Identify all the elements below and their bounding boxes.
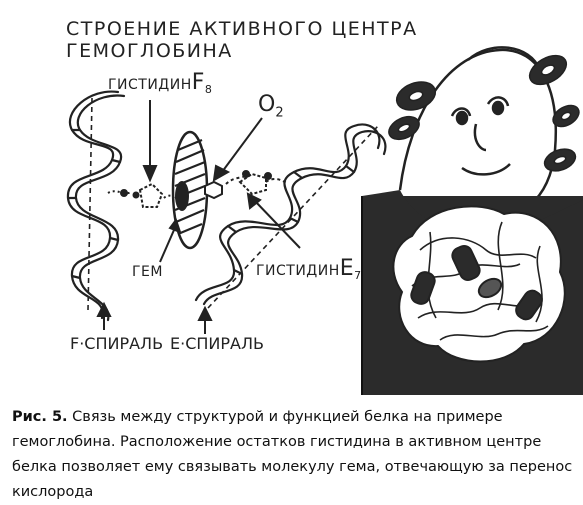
- figure-caption: Рис. 5. Связь между структурой и функцие…: [12, 405, 577, 505]
- f-helix-axis: [87, 97, 93, 311]
- label-histidine-e7: ГИСТИДИНE7: [256, 256, 362, 282]
- arrow-oxygen: [212, 117, 263, 182]
- label-heme: ГЕМ: [132, 264, 163, 280]
- e-helix-ribbon: [194, 123, 387, 306]
- histidine-e7-ring: [225, 170, 289, 196]
- hemoglobin-active-center-illustration: СТРОЕНИЕ АКТИВНОГО ЦЕНТРА ГЕМОГЛОБИНА: [66, 18, 583, 395]
- label-oxygen: O2: [258, 92, 284, 121]
- caption-text: Связь между структурой и функцией белка …: [12, 409, 573, 500]
- hemoglobin-cartoon: [361, 46, 583, 395]
- label-e-helix: E·СПИРАЛЬ: [170, 334, 264, 353]
- histidine-f8-ring: [107, 182, 181, 208]
- arrow-f-helix: [96, 301, 112, 330]
- caption-label: Рис. 5.: [12, 409, 68, 425]
- label-histidine-f8: ГИСТИДИНF8: [108, 70, 213, 96]
- figure-title: СТРОЕНИЕ АКТИВНОГО ЦЕНТРА ГЕМОГЛОБИНА: [66, 18, 418, 62]
- f-helix-ribbon: [66, 90, 126, 322]
- blood-cells: [388, 54, 580, 172]
- label-f-helix: F·СПИРАЛЬ: [70, 334, 164, 353]
- protein-tangle: [392, 205, 566, 363]
- arrow-histidine-e7: [246, 192, 301, 249]
- illustration-drawing: [66, 46, 583, 395]
- arrow-heme: [159, 217, 182, 263]
- arrow-e-helix: [197, 305, 213, 334]
- arrow-histidine-f8: [142, 100, 158, 183]
- heme-disc: [171, 130, 223, 250]
